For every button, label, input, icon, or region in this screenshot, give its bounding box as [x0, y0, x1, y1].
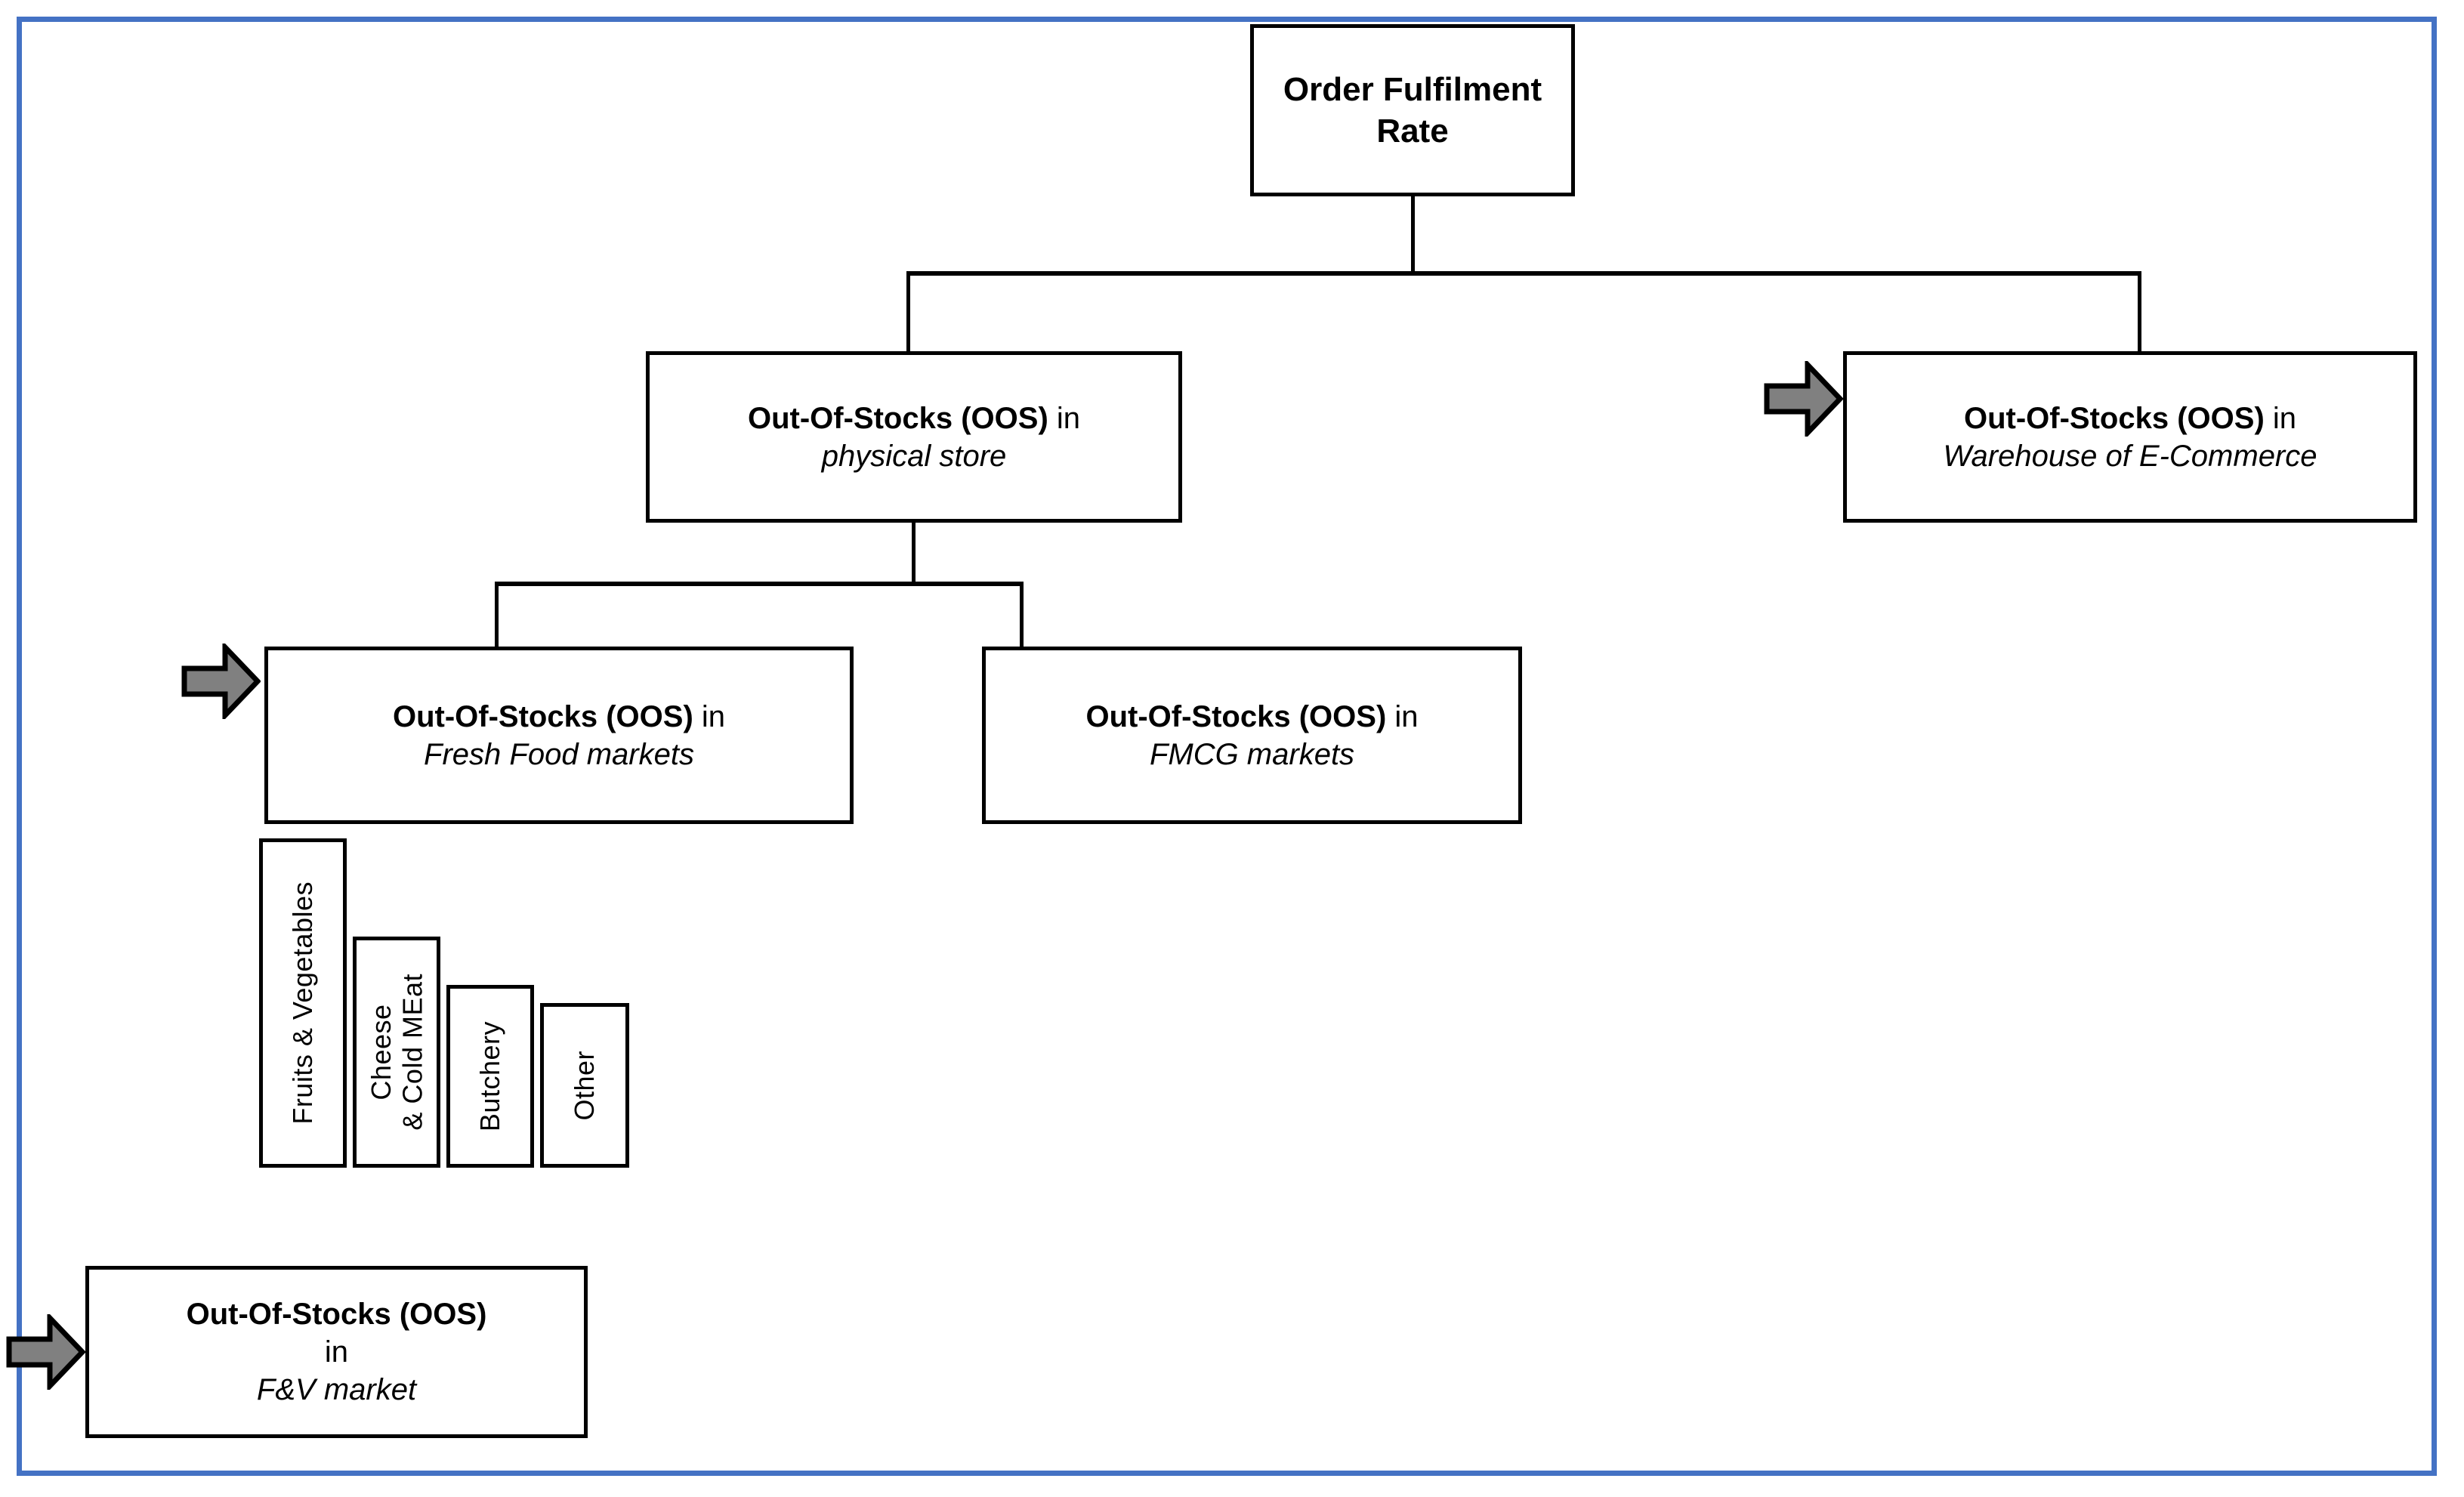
arrow-fv-market-icon — [6, 1314, 85, 1390]
connector-to-fmcg — [1020, 582, 1024, 650]
physical-store-bold: Out-Of-Stocks (OOS) — [747, 401, 1048, 435]
connector-to-fresh-food — [495, 582, 499, 650]
connector-level2-bus — [495, 582, 1024, 586]
node-oos-fmcg-markets[interactable]: Out-Of-Stocks (OOS) in FMCG markets — [982, 647, 1522, 824]
node-order-fulfilment-rate[interactable]: Order Fulfilment Rate — [1250, 24, 1575, 196]
connector-physical-store-stem — [912, 523, 916, 586]
root-line-2: Rate — [1376, 113, 1449, 150]
node-oos-ecommerce-warehouse[interactable]: Out-Of-Stocks (OOS) in Warehouse of E-Co… — [1843, 351, 2417, 523]
fv-market-plain: in — [324, 1335, 349, 1369]
node-oos-physical-store[interactable]: Out-Of-Stocks (OOS) in physical store — [646, 351, 1182, 523]
ecommerce-plain: in — [2264, 401, 2297, 435]
fv-market-italic: F&V market — [256, 1373, 417, 1406]
fmcg-line-1: Out-Of-Stocks (OOS) in — [1085, 698, 1418, 736]
slide-border-frame — [17, 17, 2437, 1476]
root-line-1: Order Fulfilment — [1283, 71, 1542, 108]
node-oos-fv-market[interactable]: Out-Of-Stocks (OOS) in F&V market — [85, 1266, 588, 1438]
physical-store-line-1: Out-Of-Stocks (OOS) in — [748, 400, 1080, 437]
bar-fruits-and-vegetables[interactable]: Fruits & Vegetables — [259, 838, 347, 1168]
fresh-food-bold: Out-Of-Stocks (OOS) — [392, 699, 693, 733]
connector-to-physical-store — [906, 271, 910, 354]
bar-label-fruits-and-vegetables: Fruits & Vegetables — [287, 881, 319, 1125]
fresh-food-line-1: Out-Of-Stocks (OOS) in — [393, 698, 725, 736]
connector-root-stem — [1411, 195, 1415, 275]
fmcg-italic: FMCG markets — [1149, 737, 1355, 771]
bar-label-other: Other — [569, 1050, 601, 1121]
node-oos-fresh-food-markets[interactable]: Out-Of-Stocks (OOS) in Fresh Food market… — [264, 647, 854, 824]
physical-store-italic: physical store — [821, 439, 1007, 473]
bar-cheese-and-cold-meat[interactable]: Cheese & Cold MEat — [353, 937, 440, 1168]
bar-butchery[interactable]: Butchery — [446, 985, 534, 1168]
physical-store-plain: in — [1048, 401, 1081, 435]
fresh-food-italic: Fresh Food markets — [424, 737, 694, 771]
arrow-ecommerce-warehouse-icon — [1764, 361, 1843, 437]
arrow-fresh-food-icon — [181, 644, 261, 719]
fv-market-bold: Out-Of-Stocks (OOS) — [186, 1298, 487, 1331]
fresh-food-plain: in — [693, 699, 726, 733]
ecommerce-italic: Warehouse of E-Commerce — [1943, 439, 2317, 473]
fmcg-bold: Out-Of-Stocks (OOS) — [1085, 699, 1387, 733]
bar-label-butchery: Butchery — [474, 1020, 506, 1132]
fmcg-plain: in — [1386, 699, 1419, 733]
ecommerce-bold: Out-Of-Stocks (OOS) — [1963, 401, 2265, 435]
bar-label-cheese-and-cold-meat: Cheese & Cold MEat — [365, 974, 428, 1131]
connector-level1-bus — [906, 271, 2141, 276]
bar-other[interactable]: Other — [540, 1003, 629, 1168]
ecommerce-line-1: Out-Of-Stocks (OOS) in — [1964, 400, 2296, 437]
connector-to-ecommerce-warehouse — [2138, 271, 2141, 354]
